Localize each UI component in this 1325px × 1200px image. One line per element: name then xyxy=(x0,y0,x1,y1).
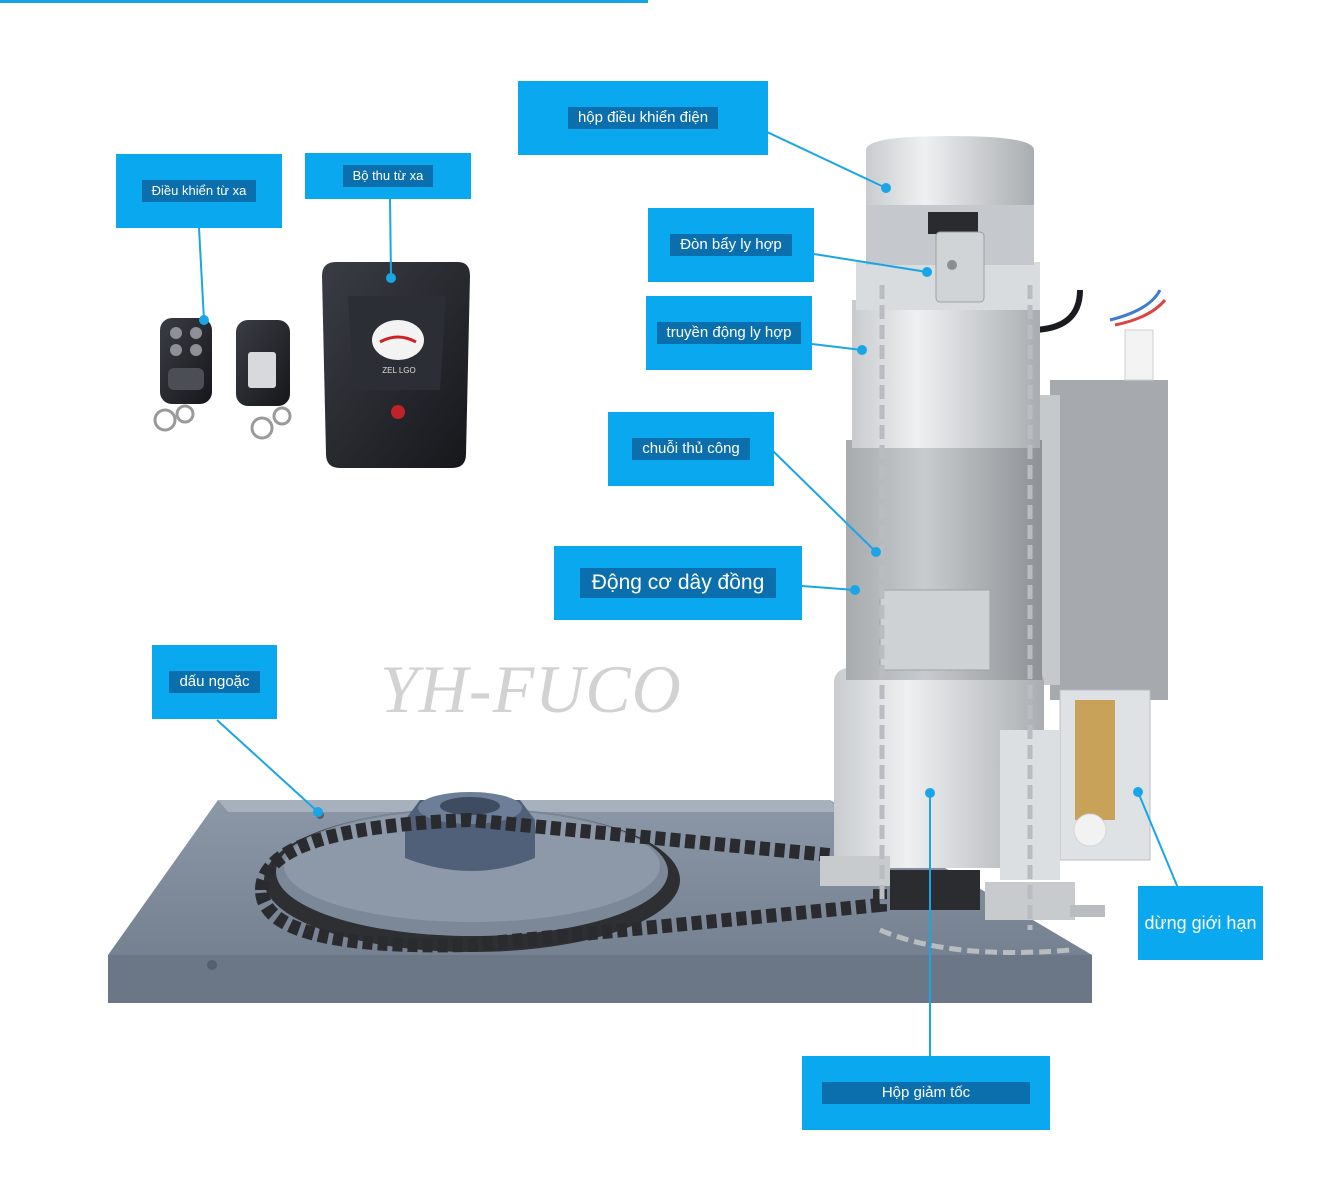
watermark-text: YH-FUCO xyxy=(380,651,682,727)
callout-clutch-lever: Đòn bẩy ly hợp xyxy=(648,208,814,282)
callout-control-box: hộp điều khiển điện xyxy=(518,81,768,155)
callout-gearbox: Hộp giảm tốc xyxy=(802,1056,1050,1130)
callout-control-box-text: hộp điều khiển điện xyxy=(567,107,719,129)
callout-manual-chain-text: chuỗi thủ công xyxy=(632,438,750,460)
callout-copper-motor: Động cơ dây đồng xyxy=(554,546,802,620)
receiver-badge: ZEL LGO xyxy=(382,366,416,375)
callout-bracket-text: dấu ngoặc xyxy=(169,671,260,693)
callout-receiver-text: Bộ thu từ xa xyxy=(342,165,434,187)
remote-controls xyxy=(153,318,292,440)
top-accent-bar xyxy=(0,0,648,3)
manual-hand-chain xyxy=(879,285,1071,955)
callout-manual-chain: chuỗi thủ công xyxy=(608,412,774,486)
callout-receiver: Bộ thu từ xa xyxy=(305,153,471,199)
callout-clutch-drive-text: truyền động ly hợp xyxy=(656,322,802,344)
motor-body xyxy=(820,136,1168,920)
leader-lines xyxy=(198,123,1179,1058)
callout-limit-stop-text: dừng giới hạn xyxy=(1144,913,1257,933)
callout-limit-stop: dừng giới hạn xyxy=(1138,886,1263,960)
callout-gearbox-text: Hộp giảm tốc xyxy=(821,1082,1031,1104)
callout-clutch-lever-text: Đòn bẩy ly hợp xyxy=(670,234,792,256)
sprocket-wheel xyxy=(264,792,680,952)
callout-remote-text: Điều khiển từ xa xyxy=(141,180,257,202)
callout-bracket: dấu ngoặc xyxy=(152,645,277,719)
callout-clutch-drive: truyền động ly hợp xyxy=(646,296,812,370)
callout-remote: Điều khiển từ xa xyxy=(116,154,282,228)
callout-copper-motor-text: Động cơ dây đồng xyxy=(579,568,777,598)
receiver-box xyxy=(322,262,470,468)
